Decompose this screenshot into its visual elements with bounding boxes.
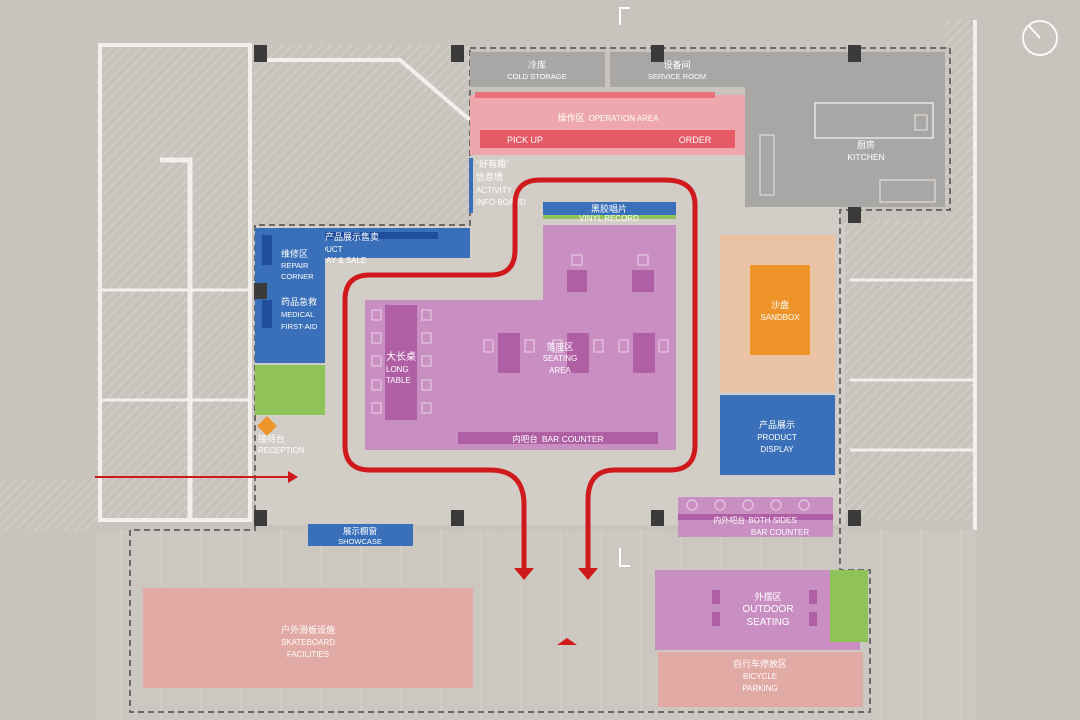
vinyl-record-en: VINYL RECORD xyxy=(579,214,639,223)
reception-zh: 接待台 xyxy=(258,433,285,444)
reception-desk xyxy=(257,416,277,436)
seating-area-zh: 落座区 xyxy=(546,341,573,352)
activity-info-en2: INFO BOARD xyxy=(476,198,526,207)
product-display-sale-zh: 产品展示售卖 xyxy=(325,231,379,242)
skateboard-en1: SKATEBOARD xyxy=(281,638,335,647)
bicycle-parking-en2: PARKING xyxy=(742,684,777,693)
repair-corner-en1: REPAIR xyxy=(281,261,309,270)
product-display-zh: 产品展示 xyxy=(759,419,795,430)
long-table-en2: TABLE xyxy=(386,376,411,385)
sandbox xyxy=(750,265,810,355)
showcase-en: SHOWCASE xyxy=(338,537,382,546)
skateboard-en2: FACILITIES xyxy=(287,650,329,659)
outdoor-seating-en2: SEATING xyxy=(746,617,789,628)
activity-info-zh1: “好有趣” xyxy=(476,158,509,169)
outdoor-tables xyxy=(712,590,817,626)
green-patch-right xyxy=(830,570,868,642)
service-room-zh: 设备间 xyxy=(663,59,690,70)
cold-storage-room xyxy=(470,52,605,87)
long-table-en1: LONG xyxy=(386,365,409,374)
showcase-zh: 展示橱窗 xyxy=(343,526,377,536)
outdoor-seating-zone xyxy=(655,570,860,650)
medical-first-aid-en1: MEDICAL xyxy=(281,310,314,319)
surrounding-buildings xyxy=(0,20,977,530)
activity-info-board xyxy=(469,158,473,213)
medical-first-aid-en2: FIRST-AID xyxy=(281,322,318,331)
repair-corner-en2: CORNER xyxy=(281,272,314,281)
entrance-arrow-left xyxy=(514,568,534,580)
pick-up-label: PICK UP xyxy=(507,135,543,145)
long-table xyxy=(385,305,417,420)
sandbox-zh: 沙盘 xyxy=(771,299,789,310)
seating-area-zone xyxy=(365,225,676,450)
product-display-zone xyxy=(720,395,835,475)
both-sides-bar-en2: BAR COUNTER xyxy=(751,528,809,537)
compass-icon xyxy=(1022,20,1058,56)
long-table-zh: 大长桌 xyxy=(386,350,416,363)
seating-tables xyxy=(498,270,655,373)
outdoor-seating-zh: 外摆区 xyxy=(754,591,781,602)
green-patch-left xyxy=(255,365,325,415)
seating-area-en1: SEATING xyxy=(543,354,578,363)
entrance-arrow-icon xyxy=(288,471,298,483)
pick-up-counter xyxy=(480,130,735,148)
corner-mark xyxy=(619,7,630,25)
sandbox-en: SANDBOX xyxy=(760,313,800,322)
showcase-window xyxy=(308,524,413,546)
site-boundary xyxy=(129,47,951,713)
activity-info-zh2: 信息墙 xyxy=(476,171,503,182)
bicycle-parking-en1: BICYCLE xyxy=(743,672,777,681)
structural-columns xyxy=(254,45,861,526)
medical-first-aid-zh: 药品急救 xyxy=(281,296,317,307)
skateboard-zh: 户外滑板设施 xyxy=(281,624,335,635)
cold-storage-zh: 冷库 xyxy=(528,59,546,70)
entrance-arrow-right xyxy=(578,568,598,580)
kitchen-area xyxy=(745,52,945,207)
vinyl-record-shelf xyxy=(543,202,676,215)
bar-counter xyxy=(458,432,658,444)
circulation-path xyxy=(342,177,698,573)
bicycle-parking-zone xyxy=(658,652,863,707)
bicycle-parking-zh: 自行车停放区 xyxy=(733,658,787,669)
service-room xyxy=(610,52,745,87)
service-room-en: SERVICE ROOM xyxy=(648,72,706,81)
kitchen-zh: 厨房 xyxy=(857,139,875,150)
cold-storage-en: COLD STORAGE xyxy=(507,72,566,81)
repair-corner-zh: 维修区 xyxy=(281,248,308,259)
vinyl-record-zh: 黑胶唱片 xyxy=(591,203,627,214)
product-display-en2: DISPLAY xyxy=(760,445,794,454)
outdoor-seating-en1: OUTDOOR xyxy=(742,604,793,615)
corner-mark-lower xyxy=(619,548,630,567)
product-display-sale-en2: DISPLAY & SALE xyxy=(303,256,366,265)
kitchen-en: KITCHEN xyxy=(847,152,884,162)
skateboard-facilities-zone xyxy=(143,588,473,688)
activity-info-en1: ACTIVITY xyxy=(476,186,513,195)
reception-en: RECEPTION xyxy=(258,446,305,455)
product-display-en1: PRODUCT xyxy=(757,433,797,442)
main-entrance-marker xyxy=(557,638,577,645)
order-label: ORDER xyxy=(679,135,712,145)
seating-area-en2: AREA xyxy=(549,366,571,375)
